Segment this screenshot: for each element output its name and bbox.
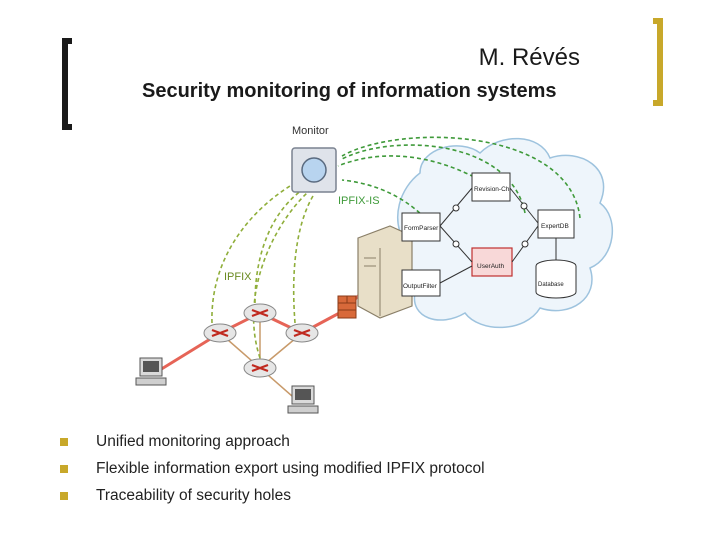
svg-text:FormParser: FormParser (404, 225, 439, 232)
firewall-icon (337, 295, 357, 319)
bullet-square-icon (60, 491, 68, 500)
database-icon: Database (535, 259, 577, 299)
component-expertdb: ExpertDB (537, 209, 575, 239)
bullet-list: Unified monitoring approach Flexible inf… (60, 428, 485, 509)
bullet-square-icon (60, 437, 68, 446)
ipfix-label: IPFIX (224, 271, 252, 283)
ipfix-is-arrows (337, 136, 581, 219)
monitor-label: Monitor (292, 125, 329, 137)
slide-author: M. Révés (478, 44, 580, 71)
network-diagram: Monitor IPFIX-IS IPFIX Revision-Ch FormP… (135, 125, 614, 414)
router-icons (203, 303, 319, 378)
component-userauth: UserAuth (471, 247, 513, 277)
left-bracket-decoration (62, 38, 72, 130)
bullet-square-icon (60, 464, 68, 473)
right-bracket-decoration (653, 18, 663, 106)
component-outputfilter: OutputFilter (401, 269, 441, 297)
component-revision: Revision-Ch (471, 172, 511, 202)
svg-text:UserAuth: UserAuth (477, 263, 504, 270)
monitor-icon (291, 147, 337, 193)
component-connectors (439, 187, 557, 284)
server-icon (357, 225, 413, 319)
workstation-icon-2 (287, 385, 319, 414)
slide-title: Security monitoring of information syste… (142, 80, 557, 102)
bullet-item: Flexible information export using modifi… (60, 455, 485, 482)
network-links (154, 276, 377, 375)
bullet-item: Traceability of security holes (60, 482, 485, 509)
svg-text:ExpertDB: ExpertDB (541, 223, 569, 230)
bullet-text: Unified monitoring approach (96, 432, 290, 450)
ipfix-is-label: IPFIX-IS (338, 195, 380, 207)
component-formparser: FormParser (401, 212, 441, 242)
bullet-text: Flexible information export using modifi… (96, 459, 485, 477)
workstation-icon (135, 357, 167, 386)
svg-text:Database: Database (538, 282, 564, 288)
ipfix-arrows (211, 179, 314, 359)
bullet-item: Unified monitoring approach (60, 428, 485, 455)
bullet-text: Traceability of security holes (96, 486, 291, 504)
svg-text:Revision-Ch: Revision-Ch (474, 186, 510, 193)
svg-text:OutputFilter: OutputFilter (403, 283, 438, 290)
